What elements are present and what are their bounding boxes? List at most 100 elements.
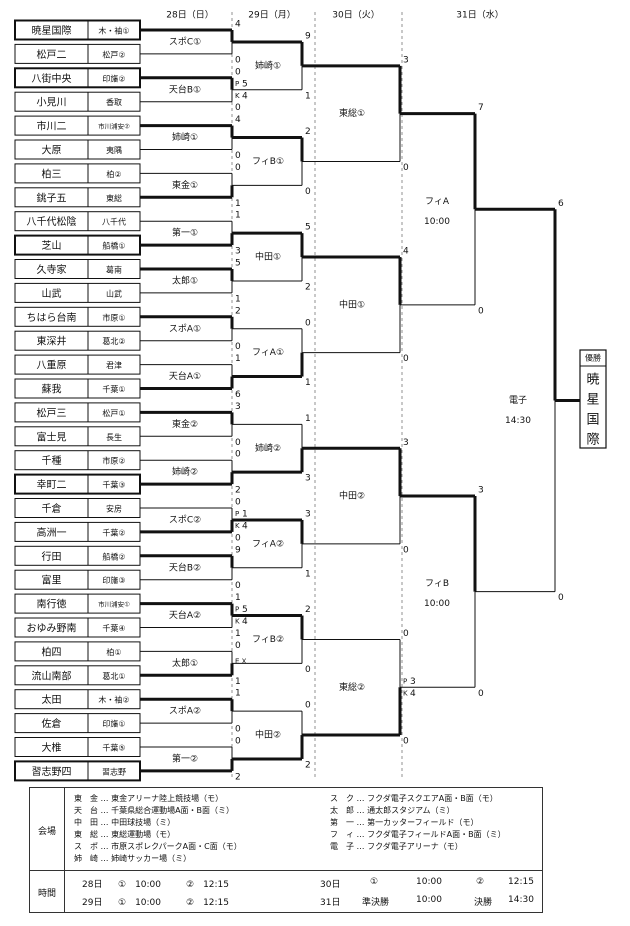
score: 0 [235, 725, 241, 735]
match-venue: 東金② [172, 418, 198, 430]
team-region: 安房 [106, 504, 122, 514]
team-name: 暁星国際 [32, 25, 72, 37]
score: 0 [235, 67, 241, 77]
team-region: 船橋① [102, 241, 125, 251]
team-name: 久寺家 [37, 263, 67, 276]
score: 0 [235, 641, 241, 651]
match-venue: 太郎① [172, 274, 198, 286]
match-venue: フィA② [252, 539, 284, 549]
score: 9 [305, 31, 311, 41]
score: 0 [235, 737, 241, 747]
team-name: 東深井 [37, 335, 67, 348]
score: 9 [235, 545, 241, 555]
match-venue: フィB② [252, 635, 284, 645]
match-venue: フィA [425, 197, 450, 207]
team-region: 山武 [106, 288, 122, 298]
venue-entry: 電 子 … フクダ電子アリーナ（モ） [330, 842, 463, 851]
champion-name-char: 星 [586, 393, 599, 408]
team-region: 八千代 [102, 217, 126, 227]
match-venue: スポA② [169, 706, 201, 717]
team-region: 千葉④ [102, 623, 125, 633]
team-name: 千種 [42, 454, 62, 467]
day-header: 28日（日） [166, 10, 213, 21]
team-region: 千葉① [102, 384, 125, 394]
team-region: 柏② [106, 169, 121, 179]
champion-name-char: 国 [586, 413, 599, 428]
match-venue: 姉崎② [255, 442, 281, 454]
team-name: 小見川 [37, 97, 67, 109]
score: 3 [478, 486, 484, 496]
team-name: 千倉 [42, 502, 62, 515]
team-region: 松戸② [102, 49, 125, 59]
venue-entry: 天 台 … 千葉県総合運動場A面・B面（ミ） [74, 806, 235, 815]
team-name: 大椎 [42, 741, 62, 754]
venue-label: 会場 [37, 827, 56, 837]
pk-label: P [235, 80, 239, 88]
team-name: 富里 [42, 574, 62, 587]
score: 6 [558, 199, 564, 209]
score: 2 [305, 760, 311, 770]
match-venue: 姉崎② [172, 466, 198, 478]
score: 0 [235, 342, 241, 352]
time-slot: ① [370, 877, 379, 887]
score: 0 [558, 593, 564, 603]
team-name: 松戸三 [37, 406, 67, 419]
score: 3 [403, 438, 409, 448]
pk-score: 1 [242, 509, 248, 519]
venue-entry: フ ィ … フクダ電子フィールドA面・B面（ミ） [330, 830, 506, 839]
match-venue: 太郎① [172, 657, 198, 669]
venue-entry: 姉 崎 … 姉崎サッカー場（ミ） [74, 854, 192, 863]
time-slot: 12:15 [508, 877, 534, 887]
score: 0 [235, 533, 241, 543]
match-venue: 天台A② [169, 609, 201, 621]
legend-vertical-divider [64, 788, 65, 912]
champion-name-char: 際 [586, 433, 599, 448]
score: 3 [305, 509, 311, 519]
team-name: 南行徳 [37, 598, 67, 611]
score: 0 [403, 163, 409, 173]
team-name: 大原 [42, 144, 62, 157]
venue-entry: 東 金 … 東金アリーナ陸上競技場（モ） [74, 794, 224, 803]
score: 0 [235, 55, 241, 65]
team-name: 八千代松陰 [27, 215, 77, 228]
score: 1 [235, 294, 241, 304]
team-region: 千葉② [102, 527, 125, 537]
team-region: 松戸① [102, 408, 125, 418]
venue-entry: 中 田 … 中田球技場（ミ） [74, 818, 176, 827]
pk-label: K [235, 618, 240, 626]
score: 1 [305, 414, 311, 424]
pk-label: K [403, 689, 408, 697]
team-name: 山武 [42, 287, 62, 300]
time-day: 30日 [320, 880, 341, 890]
time-slot: ② 12:15 [186, 880, 230, 890]
match-venue: フィB① [252, 157, 284, 167]
match-time: 10:00 [424, 599, 450, 609]
score: 0 [403, 545, 409, 555]
venue-entry: ス ク … フクダ電子スクエアA面・B面（モ） [330, 794, 498, 803]
team-name: 蘇我 [42, 383, 62, 396]
match-venue: 東金① [172, 179, 198, 191]
match-venue: スポC① [169, 36, 201, 47]
time-slot: 14:30 [508, 895, 534, 905]
pk-label: K [235, 92, 240, 100]
score: 0 [305, 701, 311, 711]
score: 0 [235, 450, 241, 460]
pk-score: 4 [242, 617, 248, 627]
team-region: 印旛① [102, 719, 125, 729]
match-venue: 中田① [255, 251, 281, 263]
team-region: 君津 [106, 360, 122, 370]
team-name: ちはら台南 [27, 311, 77, 324]
team-name: 松戸二 [37, 48, 67, 61]
pk-label: P [235, 606, 239, 614]
match-venue: 第一① [172, 227, 198, 239]
pk-score: 5 [242, 79, 248, 89]
match-venue: スポC② [169, 514, 201, 525]
day-header: 30日（火） [332, 10, 379, 21]
match-venue: 天台B① [169, 83, 201, 95]
match-venue: 東総① [339, 107, 365, 119]
match-venue: 中田① [339, 298, 365, 310]
score: 0 [403, 629, 409, 639]
score: 2 [305, 127, 311, 137]
pk-score: 4 [410, 689, 416, 699]
score: 1 [235, 354, 241, 364]
